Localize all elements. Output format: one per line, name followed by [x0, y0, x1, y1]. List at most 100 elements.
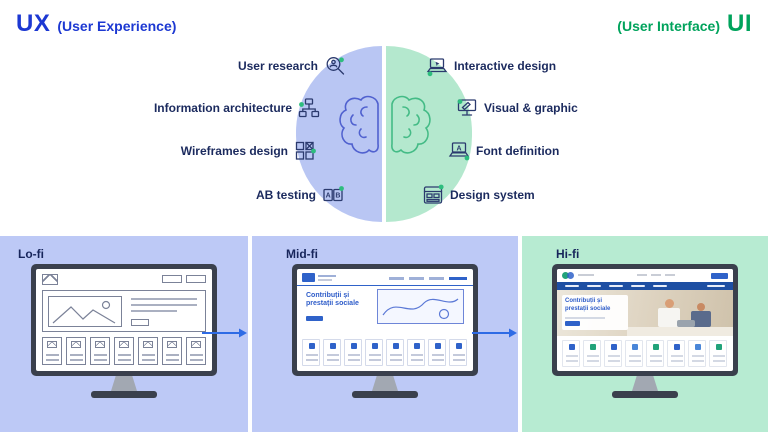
hifi-monitor: Contribuții și prestații sociale — [552, 264, 738, 398]
ui-subtitle: (User Interface) — [617, 18, 720, 34]
arrow-lofi-to-midfi — [202, 328, 247, 338]
arrow-midfi-to-hifi — [472, 328, 517, 338]
ux-item-user-research: User research — [238, 54, 346, 78]
wireframe-envelope-logo — [42, 274, 58, 285]
monitor-stand — [372, 376, 398, 391]
midfi-title: Mid-fi — [286, 247, 318, 261]
ux-subtitle: (User Experience) — [57, 18, 177, 34]
midfi-screen: Contribuții și prestații sociale — [297, 269, 473, 371]
ui-item-visual-graphic: Visual & graphic — [456, 96, 578, 120]
midfi-card — [323, 339, 341, 366]
hifi-title: Hi-fi — [556, 247, 580, 261]
wireframe-card — [42, 337, 62, 365]
midfi-hero-title: Contribuții și prestații sociale — [306, 292, 359, 308]
mountain-sun-sketch — [52, 300, 116, 324]
ui-item-label: Visual & graphic — [484, 101, 578, 115]
midfi-nav-item — [429, 277, 444, 280]
monitor-base — [612, 391, 678, 398]
hifi-photo-laptop — [677, 320, 695, 327]
ui-item-label: Interactive design — [454, 59, 557, 73]
hifi-card — [646, 340, 664, 367]
midfi-hero-button — [306, 316, 323, 321]
wireframe-nav-button — [162, 275, 182, 283]
midfi-card — [365, 339, 383, 366]
ux-item-label: Information architecture — [153, 101, 292, 115]
hifi-hero-title: Contribuții și prestații sociale — [565, 298, 611, 312]
wireframe-image-placeholder — [48, 296, 122, 327]
midfi-card-row — [302, 339, 467, 366]
user-research-icon — [324, 55, 346, 77]
ui-abbr: UI — [727, 10, 752, 37]
midfi-logo — [302, 273, 315, 282]
midfi-nav-item — [449, 277, 467, 280]
lofi-title: Lo-fi — [18, 247, 44, 261]
monitor-base — [91, 391, 157, 398]
midfi-card — [344, 339, 362, 366]
hifi-hero: Contribuții și prestații sociale — [557, 290, 733, 336]
information-architecture-icon — [298, 97, 320, 119]
midfi-nav-item — [409, 277, 424, 280]
hifi-card — [583, 340, 601, 367]
hifi-photo-person — [665, 299, 674, 308]
hifi-card — [562, 340, 580, 367]
midfi-card — [428, 339, 446, 366]
hifi-card — [667, 340, 685, 367]
midfi-hero-illustration — [377, 289, 464, 324]
ui-item-design-system: Design system — [422, 183, 535, 207]
midfi-divider — [297, 285, 473, 286]
interactive-design-icon — [426, 55, 448, 77]
hifi-card — [625, 340, 643, 367]
ux-item-information-architecture: Information architecture — [154, 96, 320, 120]
svg-text:A: A — [326, 193, 331, 200]
brain-right-icon — [391, 95, 431, 154]
monitor-frame: Contribuții și prestații sociale — [292, 264, 478, 376]
hifi-screen: Contribuții și prestații sociale — [557, 269, 733, 371]
ux-item-label: User research — [237, 59, 318, 73]
hifi-topbar — [557, 269, 733, 282]
hifi-card — [709, 340, 727, 367]
monitor-stand — [632, 376, 658, 391]
ux-header: UX (User Experience) — [16, 10, 176, 38]
ui-item-label: Design system — [450, 188, 535, 202]
ui-item-label: Font definition — [476, 144, 560, 158]
svg-text:B: B — [335, 193, 340, 200]
ui-header: (User Interface) UI — [617, 10, 752, 38]
hifi-navbar — [557, 282, 733, 290]
midfi-card — [407, 339, 425, 366]
wireframes-design-icon — [294, 140, 316, 162]
design-system-icon — [422, 184, 444, 206]
ux-item-wireframes-design: Wireframes design — [181, 139, 316, 163]
wireframe-nav-button — [186, 275, 206, 283]
wireframe-card-row — [42, 337, 206, 365]
ux-item-label: Wireframes design — [180, 144, 288, 158]
midfi-monitor: Contribuții și prestații sociale — [292, 264, 478, 398]
ui-item-interactive-design: Interactive design — [426, 54, 556, 78]
hifi-card — [604, 340, 622, 367]
monitor-frame — [31, 264, 217, 376]
wireframe-card — [66, 337, 86, 365]
lofi-panel: Lo-fi — [0, 236, 248, 432]
monitor-frame: Contribuții și prestații sociale — [552, 264, 738, 376]
hifi-card — [688, 340, 706, 367]
midfi-card — [302, 339, 320, 366]
hifi-photo-person — [697, 303, 705, 311]
wireframe-card — [138, 337, 158, 365]
midfi-card — [449, 339, 467, 366]
wireframe-card — [90, 337, 110, 365]
lofi-monitor — [31, 264, 217, 398]
lofi-screen — [36, 269, 212, 371]
hifi-hero-button — [565, 321, 580, 326]
wireframe-card — [162, 337, 182, 365]
wireframe-button — [131, 319, 149, 326]
svg-text:A: A — [456, 145, 461, 152]
ui-item-font-definition: A Font definition — [448, 139, 559, 163]
midfi-nav-item — [389, 277, 404, 280]
ux-item-label: AB testing — [256, 188, 316, 202]
brain-left-icon — [339, 95, 379, 154]
ux-abbr: UX — [16, 10, 51, 37]
wireframe-card — [186, 337, 206, 365]
hifi-hero-card: Contribuții și prestații sociale — [562, 295, 628, 330]
